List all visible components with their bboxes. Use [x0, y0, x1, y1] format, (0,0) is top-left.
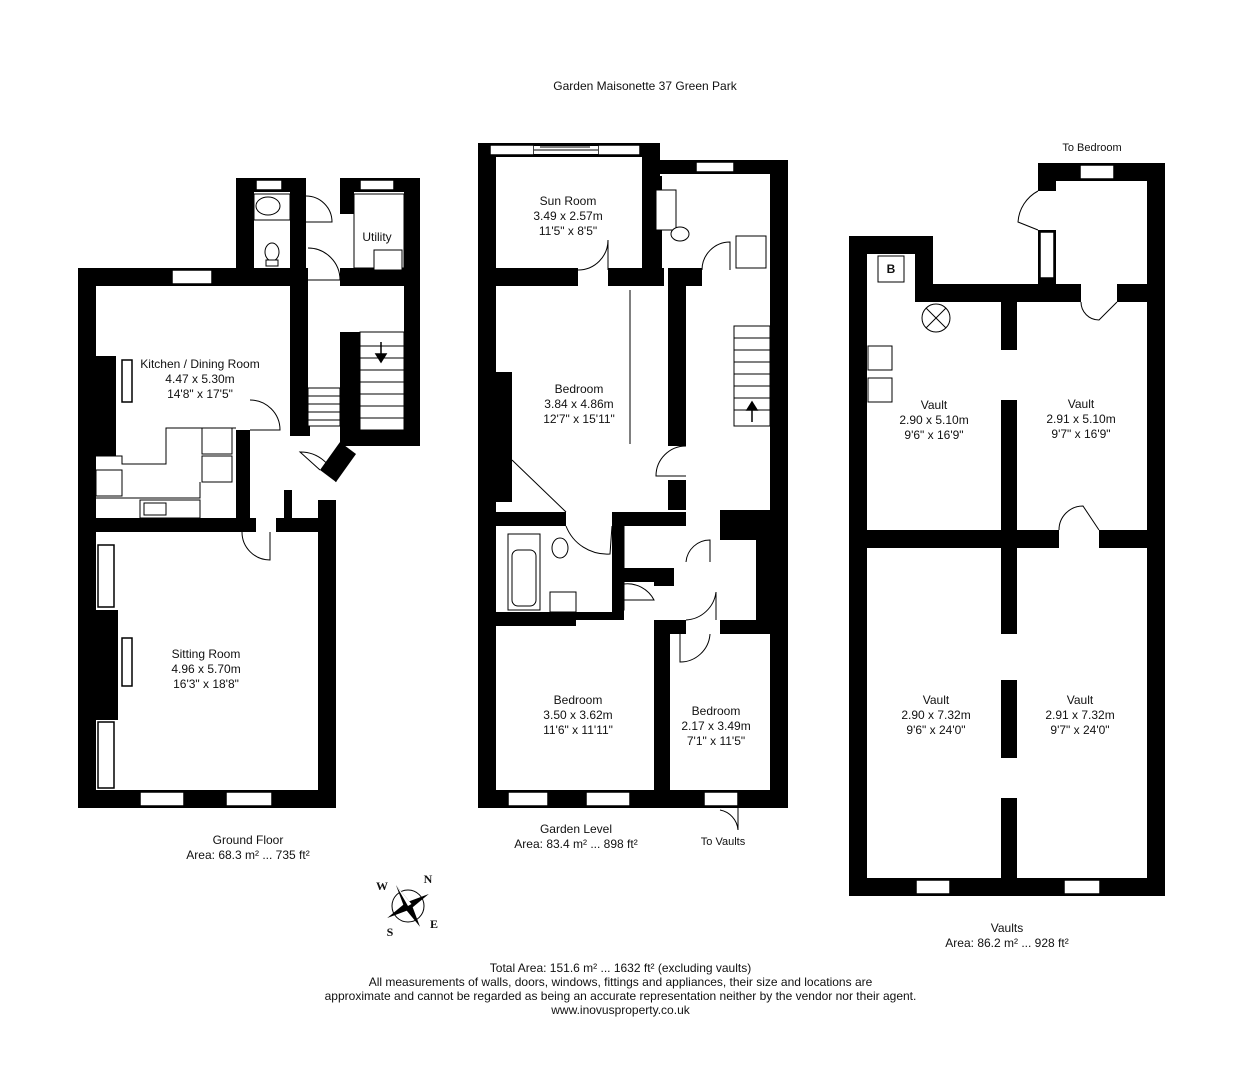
plan-title: Garden Maisonette 37 Green Park	[553, 79, 737, 93]
room-name: Vault	[1066, 693, 1094, 707]
floor-name: Garden Level	[539, 822, 613, 836]
room-label-bedroom-3: Bedroom 2.17 x 3.49m 7'1" x 11'5"	[681, 704, 750, 749]
room-imperial: 9'7" x 24'0"	[1050, 723, 1110, 737]
room-imperial: 14'8" x 17'5"	[167, 387, 233, 401]
room-label-kitchen: Kitchen / Dining Room 4.47 x 5.30m 14'8"…	[140, 357, 259, 402]
room-metric: 2.90 x 5.10m	[899, 413, 969, 427]
room-name: Vault	[922, 693, 950, 707]
room-label-bedroom-2: Bedroom 3.50 x 3.62m 11'6" x 11'11"	[543, 693, 613, 738]
room-name: Sun Room	[539, 194, 597, 208]
room-metric: 3.50 x 3.62m	[543, 708, 613, 722]
room-name: Vault	[920, 398, 948, 412]
walls	[78, 143, 1165, 896]
room-name: Bedroom	[554, 382, 604, 396]
floor-name: Vaults	[990, 921, 1024, 935]
room-imperial: 9'6" x 24'0"	[906, 723, 966, 737]
room-metric: 4.96 x 5.70m	[171, 662, 241, 676]
ground-floor-walls	[78, 178, 420, 808]
room-metric: 3.84 x 4.86m	[544, 397, 614, 411]
room-label-vault-2: Vault 2.91 x 5.10m 9'7" x 16'9"	[1046, 397, 1115, 442]
compass-rose	[387, 885, 429, 927]
doors	[241, 190, 1118, 831]
compass-north: N	[423, 872, 433, 886]
room-label-vault-4: Vault 2.91 x 7.32m 9'7" x 24'0"	[1045, 693, 1114, 738]
boiler-label: B	[886, 262, 896, 276]
disclaimer-line-2: approximate and cannot be regarded as be…	[324, 989, 917, 1003]
room-name: Kitchen / Dining Room	[140, 357, 260, 371]
total-area: Total Area: 151.6 m² ... 1632 ft² (exclu…	[489, 961, 752, 975]
room-metric: 4.47 x 5.30m	[165, 372, 235, 386]
disclaimer-line-1: All measurements of walls, doors, window…	[368, 975, 873, 989]
room-name: Bedroom	[553, 693, 603, 707]
ground-floor-caption: Ground Floor Area: 68.3 m² ... 735 ft²	[186, 833, 309, 863]
room-name: Bedroom	[691, 704, 741, 718]
sliding-door	[534, 146, 598, 151]
floor-area: Area: 86.2 m² ... 928 ft²	[945, 936, 1069, 950]
stairs	[307, 325, 771, 431]
compass-east: E	[429, 917, 439, 931]
floor-name: Ground Floor	[212, 833, 284, 847]
room-name: Utility	[362, 230, 392, 244]
room-label-bedroom-1: Bedroom 3.84 x 4.86m 12'7" x 15'11"	[543, 382, 615, 427]
website: www.inovusproperty.co.uk	[551, 1003, 690, 1017]
room-name: Vault	[1067, 397, 1095, 411]
room-imperial: 7'1" x 11'5"	[686, 734, 746, 748]
fixtures	[95, 189, 951, 613]
room-metric: 2.90 x 7.32m	[901, 708, 971, 722]
to-bedroom-label: To Bedroom	[1062, 142, 1122, 154]
kitchen-worktop	[96, 290, 631, 611]
stair-arrows	[374, 342, 759, 422]
room-metric: 2.91 x 7.32m	[1045, 708, 1115, 722]
room-imperial: 11'5" x 8'5"	[538, 224, 598, 238]
windows	[97, 144, 1115, 895]
to-vaults-label: To Vaults	[700, 836, 746, 848]
footer-notes: Total Area: 151.6 m² ... 1632 ft² (exclu…	[0, 961, 1241, 1017]
compass-south: S	[386, 925, 394, 939]
room-imperial: 11'6" x 11'11"	[543, 723, 613, 737]
room-label-sitting: Sitting Room 4.96 x 5.70m 16'3" x 18'8"	[171, 647, 240, 692]
fan-cross	[925, 307, 947, 329]
room-label-sun-room: Sun Room 3.49 x 2.57m 11'5" x 8'5"	[533, 194, 602, 239]
floor-area: Area: 68.3 m² ... 735 ft²	[186, 848, 310, 862]
garden-level-caption: Garden Level Area: 83.4 m² ... 898 ft²	[514, 822, 637, 852]
room-metric: 2.91 x 5.10m	[1046, 412, 1116, 426]
room-label-utility: Utility	[362, 230, 391, 245]
compass-west: W	[376, 879, 388, 893]
room-label-vault-3: Vault 2.90 x 7.32m 9'6" x 24'0"	[901, 693, 970, 738]
room-imperial: 9'7" x 16'9"	[1051, 427, 1111, 441]
room-metric: 2.17 x 3.49m	[681, 719, 751, 733]
floor-area: Area: 83.4 m² ... 898 ft²	[514, 837, 638, 851]
room-imperial: 16'3" x 18'8"	[173, 677, 239, 691]
room-imperial: 12'7" x 15'11"	[543, 412, 615, 426]
vaults-caption: Vaults Area: 86.2 m² ... 928 ft²	[945, 921, 1068, 951]
room-metric: 3.49 x 2.57m	[533, 209, 603, 223]
room-name: Sitting Room	[171, 647, 241, 661]
room-imperial: 9'6" x 16'9"	[904, 428, 964, 442]
room-label-vault-1: Vault 2.90 x 5.10m 9'6" x 16'9"	[899, 398, 968, 443]
